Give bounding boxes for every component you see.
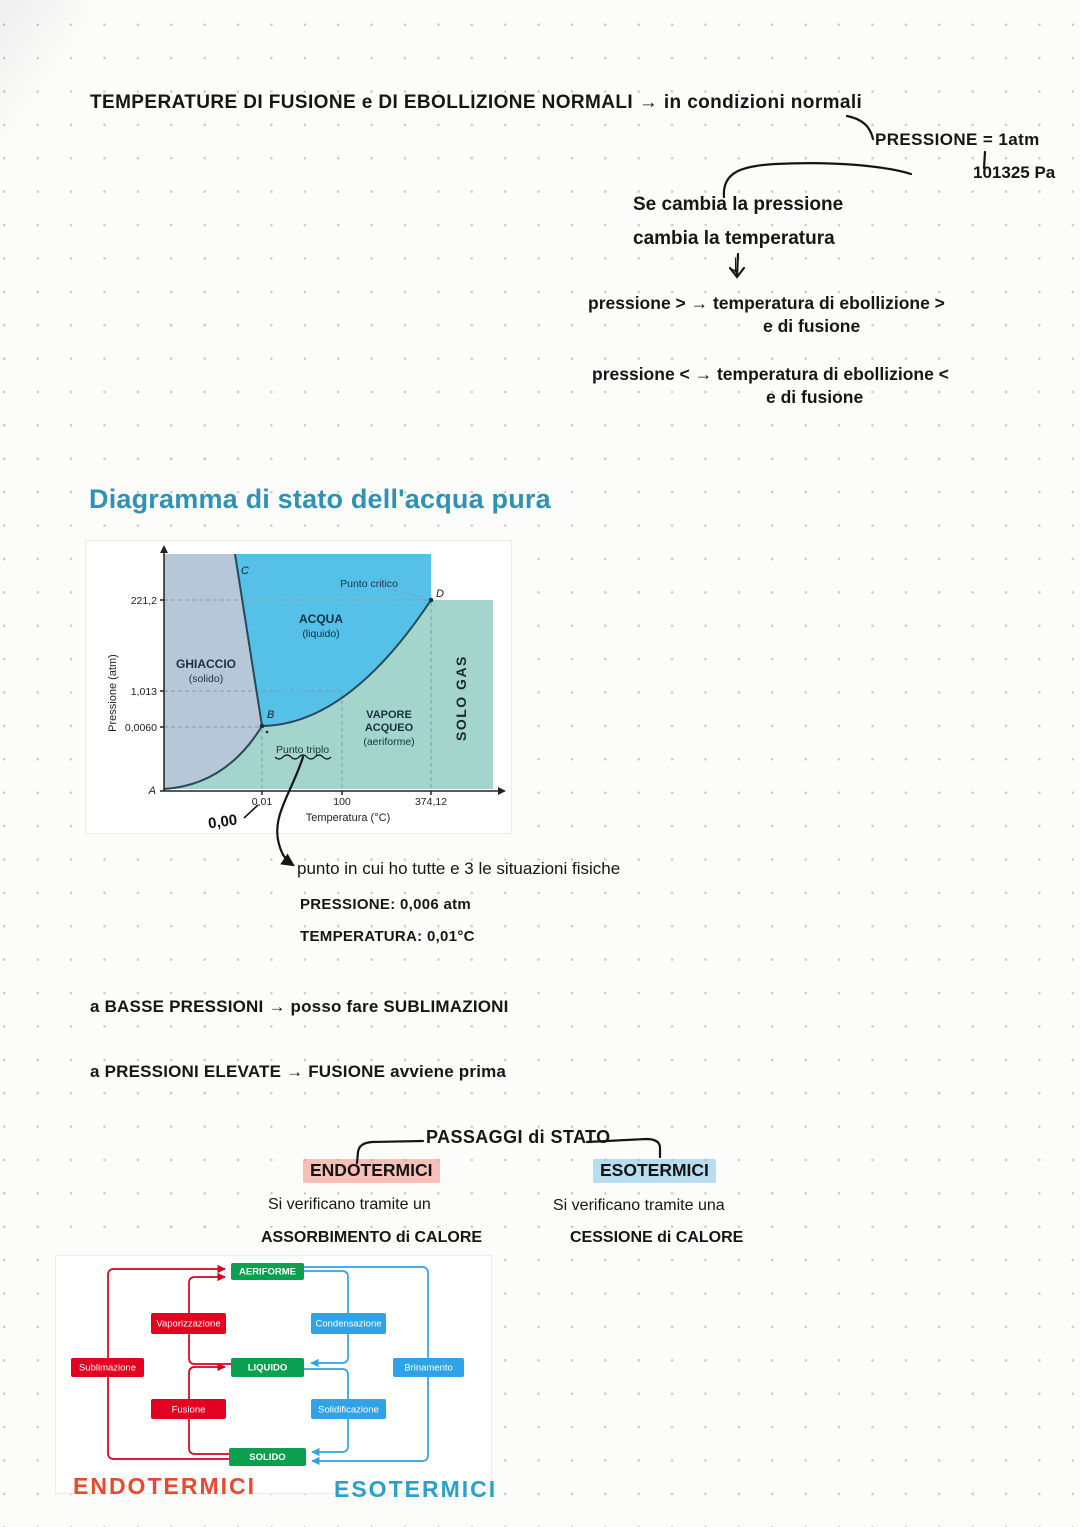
zero-connector bbox=[243, 804, 259, 819]
pressure-change-line1: Se cambia la pressione bbox=[633, 194, 844, 215]
box-liquido bbox=[231, 1358, 304, 1377]
box-condensazione bbox=[311, 1313, 386, 1334]
phase-diagram-chart: 221,2 1,013 0,0060 0,01 100 374,12 Tempe… bbox=[107, 545, 506, 833]
x-tick-374: 374,12 bbox=[415, 796, 447, 808]
region-liquid bbox=[235, 554, 431, 726]
x-tick-001: 0,01 bbox=[252, 796, 273, 808]
footer-esotermici: ESOTERMICI bbox=[334, 1476, 498, 1502]
pressure-note-value: PRESSIONE = 1atm bbox=[875, 130, 1040, 149]
state-changes-diagram: AERIFORME LIQUIDO SOLIDO Vaporizzazione … bbox=[71, 1263, 464, 1466]
axes bbox=[160, 551, 500, 795]
phase-boundaries bbox=[163, 553, 432, 790]
connector-change-note bbox=[722, 162, 913, 199]
esotermici-highlight: ESOTERMICI bbox=[593, 1159, 716, 1183]
region-vapor-gas bbox=[164, 600, 493, 789]
label-acqueo: ACQUEO bbox=[365, 722, 414, 734]
section-heading: Diagramma di stato dell'acqua pura bbox=[89, 484, 551, 514]
box-aeriforme bbox=[231, 1263, 304, 1280]
handwritten-zero: 0,00 bbox=[207, 812, 238, 833]
y-tick-1013: 1,013 bbox=[131, 686, 157, 698]
label-acqua: ACQUA bbox=[299, 612, 343, 626]
y-tick-0006: 0,0060 bbox=[125, 722, 157, 734]
label-aeriforme: AERIFORME bbox=[239, 1267, 296, 1278]
box-vaporizzazione bbox=[151, 1313, 226, 1334]
label-liquido: LIQUIDO bbox=[248, 1363, 288, 1374]
handwritten-solo-gas: SOLO GAS bbox=[453, 655, 469, 741]
x-axis-arrow bbox=[498, 787, 506, 795]
y-axis-label: Pressione (atm) bbox=[107, 654, 119, 732]
x-tick-100: 100 bbox=[333, 796, 351, 808]
x-axis-label: Temperatura (°C) bbox=[306, 812, 390, 824]
y-axis-arrow bbox=[160, 545, 168, 553]
box-solido bbox=[229, 1448, 306, 1466]
triple-point-temperature: TEMPERATURA: 0,01°C bbox=[300, 928, 475, 945]
rule-higher-pressure: pressione > → temperatura di ebollizione… bbox=[588, 293, 945, 313]
label-solido: (solido) bbox=[189, 673, 223, 685]
down-arrow-glyph: ↓ bbox=[729, 248, 742, 278]
state-changes-panel: AERIFORME LIQUIDO SOLIDO Vaporizzazione … bbox=[55, 1255, 492, 1494]
page-curl-shadow bbox=[0, 0, 90, 160]
point-label-C: C bbox=[241, 565, 249, 577]
pressure-change-line2: cambia la temperatura bbox=[633, 228, 835, 249]
label-liquido: (liquido) bbox=[302, 628, 339, 640]
triple-point-note: punto in cui ho tutte e 3 le situazioni … bbox=[297, 859, 621, 878]
label-aeriforme: (aeriforme) bbox=[363, 736, 414, 748]
gridlines bbox=[164, 589, 432, 791]
label-fusione: Fusione bbox=[172, 1405, 206, 1416]
bullet-high-pressure: a PRESSIONI ELEVATE → FUSIONE avviene pr… bbox=[90, 1062, 507, 1081]
triple-point-pressure: PRESSIONE: 0,006 atm bbox=[300, 896, 472, 913]
footer-endotermici: ENDOTERMICI bbox=[73, 1473, 256, 1499]
label-ghiaccio: GHIACCIO bbox=[176, 657, 236, 671]
box-sublimazione bbox=[71, 1358, 144, 1377]
pressure-note-pascal: 101325 Pa bbox=[973, 163, 1056, 182]
label-solidificazione: Solidificazione bbox=[318, 1405, 379, 1416]
region-ice bbox=[164, 554, 262, 789]
diagram-labels: AERIFORME LIQUIDO SOLIDO Vaporizzazione … bbox=[79, 1267, 453, 1464]
page-title: TEMPERATURE DI FUSIONE e DI EBOLLIZIONE … bbox=[90, 92, 863, 113]
eso-desc-line2: CESSIONE di CALORE bbox=[570, 1229, 744, 1246]
phase-diagram-panel: 221,2 1,013 0,0060 0,01 100 374,12 Tempe… bbox=[85, 540, 512, 834]
box-brinamento bbox=[393, 1358, 464, 1377]
endotermici-highlight: ENDOTERMICI bbox=[303, 1159, 440, 1183]
box-solidificazione bbox=[311, 1399, 386, 1419]
label-punto-triplo: Punto triplo bbox=[276, 744, 329, 756]
endo-desc-line1: Si verificano tramite un bbox=[268, 1196, 431, 1213]
connector-title-to-pressure bbox=[845, 114, 875, 141]
endo-desc-line2: ASSORBIMENTO di CALORE bbox=[261, 1229, 483, 1246]
triple-leader-dot bbox=[265, 730, 269, 734]
box-fusione bbox=[151, 1399, 226, 1419]
label-brinamento: Brinamento bbox=[404, 1363, 453, 1374]
label-solido: SOLIDO bbox=[249, 1452, 285, 1463]
bullet-low-pressure: a BASSE PRESSIONI → posso fare SUBLIMAZI… bbox=[90, 997, 509, 1016]
rule-higher-pressure-sub: e di fusione bbox=[763, 316, 861, 336]
label-sublimazione: Sublimazione bbox=[79, 1363, 136, 1374]
eso-desc-line1: Si verificano tramite una bbox=[553, 1197, 725, 1214]
label-punto-critico: Punto critico bbox=[340, 578, 398, 590]
rule-lower-pressure-sub: e di fusione bbox=[766, 387, 864, 407]
y-tick-221: 221,2 bbox=[131, 595, 157, 607]
point-D-critical bbox=[428, 597, 434, 603]
point-label-D: D bbox=[436, 588, 444, 600]
point-label-A: A bbox=[148, 785, 156, 797]
label-vaporizzazione: Vaporizzazione bbox=[156, 1319, 220, 1330]
point-label-B: B bbox=[267, 709, 274, 721]
label-vapore: VAPORE bbox=[366, 709, 412, 721]
label-condensazione: Condensazione bbox=[315, 1319, 381, 1330]
rule-lower-pressure: pressione < → temperatura di ebollizione… bbox=[592, 364, 949, 384]
passaggi-title: PASSAGGI di STATO bbox=[426, 1127, 611, 1147]
point-B-triple bbox=[259, 723, 265, 729]
